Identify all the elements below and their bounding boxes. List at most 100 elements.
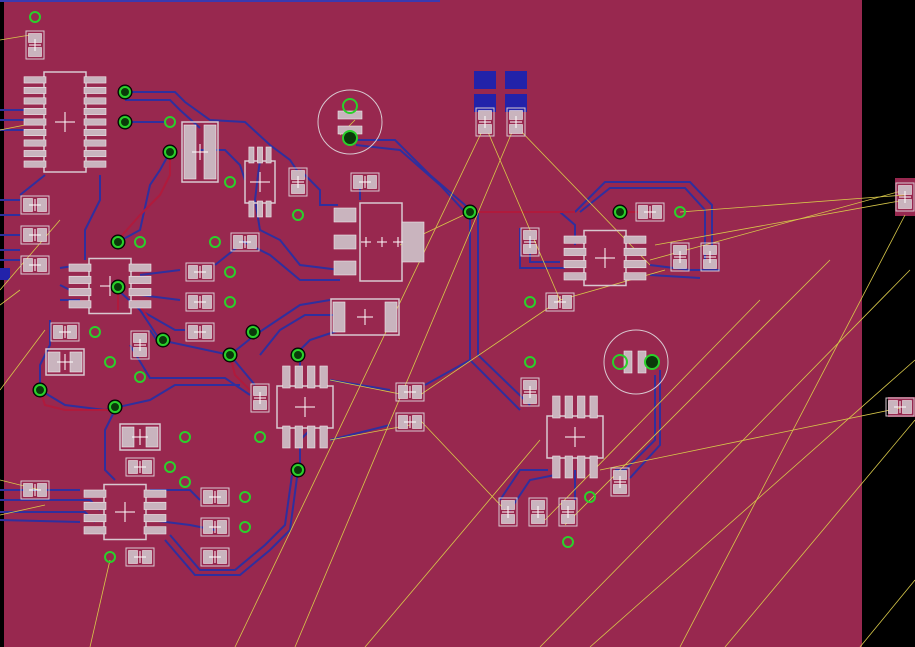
smd-pad-icon[interactable] [83,501,107,510]
via-ring-icon[interactable] [110,234,126,250]
via-ring-icon[interactable] [32,382,48,398]
smd-pad-icon[interactable] [294,365,303,389]
smd-pad-icon[interactable] [83,150,107,158]
smd-pad-icon[interactable] [623,235,647,244]
smd-pad-icon[interactable] [83,526,107,535]
via-ring-icon[interactable] [29,11,41,23]
smd-pad-icon[interactable] [623,260,647,269]
via-ring-icon[interactable] [562,536,574,548]
passive-component[interactable] [895,182,915,212]
passive-component[interactable] [200,487,230,507]
smd-pad-icon[interactable] [23,129,47,136]
passive-component[interactable] [20,195,50,215]
smd-pad-icon[interactable] [589,395,598,419]
passive-component[interactable] [350,172,380,192]
passive-component[interactable] [395,412,425,432]
smd-pad-icon[interactable] [257,146,263,164]
smd-pad-icon[interactable] [563,235,587,244]
via-ring-icon[interactable] [584,491,596,503]
tantalum-capacitor[interactable] [330,298,400,336]
via-ring-icon[interactable] [104,551,116,563]
passive-component[interactable] [125,547,155,567]
smd-pad-icon[interactable] [68,263,92,272]
passive-component[interactable] [185,322,215,342]
ic-package[interactable] [563,229,647,287]
passive-component[interactable] [520,227,540,257]
smd-pad-icon[interactable] [128,300,152,309]
passive-component[interactable] [498,497,518,527]
smd-pad-icon[interactable] [68,288,92,297]
smd-pad-icon[interactable] [83,129,107,136]
smd-pad-icon[interactable] [623,272,647,281]
tab-pad[interactable] [401,221,425,263]
smd-pad-icon[interactable] [23,139,47,147]
smd-pad-icon[interactable] [83,489,107,498]
smd-pad-icon[interactable] [83,139,107,147]
passive-component[interactable] [20,255,50,275]
smd-pad-icon[interactable] [128,288,152,297]
smd-pad-icon[interactable] [333,207,357,223]
smd-pad-icon[interactable] [128,263,152,272]
via-ring-icon[interactable] [164,116,176,128]
via-ring-icon[interactable] [104,356,116,368]
via-ring-icon[interactable] [524,356,536,368]
via-ring-icon[interactable] [239,521,251,533]
electrolytic-capacitor[interactable] [317,89,383,155]
smd-pad-icon[interactable] [307,425,316,449]
smd-pad-icon[interactable] [248,146,255,164]
passive-component[interactable] [50,322,80,342]
smd-pad-icon[interactable] [257,200,263,218]
passive-component[interactable] [200,517,230,537]
smd-pad-icon[interactable] [319,365,328,389]
passive-component[interactable] [885,397,915,417]
smd-pad-icon[interactable] [333,260,357,276]
bottom-smd-pad[interactable] [474,94,496,112]
passive-component[interactable] [20,480,50,500]
via-ring-icon[interactable] [134,236,146,248]
via-ring-icon[interactable] [292,209,304,221]
smd-pad-icon[interactable] [83,514,107,523]
smd-pad-icon[interactable] [589,455,598,479]
bottom-smd-pad[interactable] [474,71,496,89]
smd-pad-icon[interactable] [552,455,561,479]
ic-package[interactable] [546,395,604,479]
smd-pad-icon[interactable] [319,425,328,449]
via-ring-icon[interactable] [117,114,133,130]
via-ring-icon[interactable] [117,84,133,100]
smd-pad-icon[interactable] [282,425,291,449]
via-ring-icon[interactable] [134,371,146,383]
passive-component[interactable] [520,377,540,407]
passive-component[interactable] [700,242,720,272]
via-ring-icon[interactable] [224,176,236,188]
smd-pad-icon[interactable] [282,365,291,389]
smd-pad-icon[interactable] [265,146,272,164]
smd-pad-icon[interactable] [143,514,167,523]
ic-package[interactable] [23,71,107,173]
ic-package[interactable] [83,483,167,541]
smd-pad-icon[interactable] [23,150,47,158]
smd-pad-icon[interactable] [307,365,316,389]
via-ring-icon[interactable] [89,326,101,338]
smd-pad-icon[interactable] [23,97,47,105]
passive-component[interactable] [506,107,526,137]
passive-component[interactable] [610,467,630,497]
passive-component[interactable] [25,30,45,60]
passive-component[interactable] [185,262,215,282]
via-ring-icon[interactable] [107,399,123,415]
via-ring-icon[interactable] [290,462,306,478]
via-ring-icon[interactable] [612,204,628,220]
tantalum-capacitor[interactable] [119,423,161,451]
via-ring-icon[interactable] [179,431,191,443]
via-ring-icon[interactable] [224,266,236,278]
passive-component[interactable] [125,457,155,477]
smd-pad-icon[interactable] [83,76,107,84]
smd-pad-icon[interactable] [23,118,47,126]
smd-pad-icon[interactable] [23,160,47,168]
passive-component[interactable] [20,225,50,245]
smd-pad-icon[interactable] [577,455,586,479]
board-ground-pour[interactable] [4,0,862,647]
ic-package[interactable] [244,146,276,218]
smd-pad-icon[interactable] [563,260,587,269]
